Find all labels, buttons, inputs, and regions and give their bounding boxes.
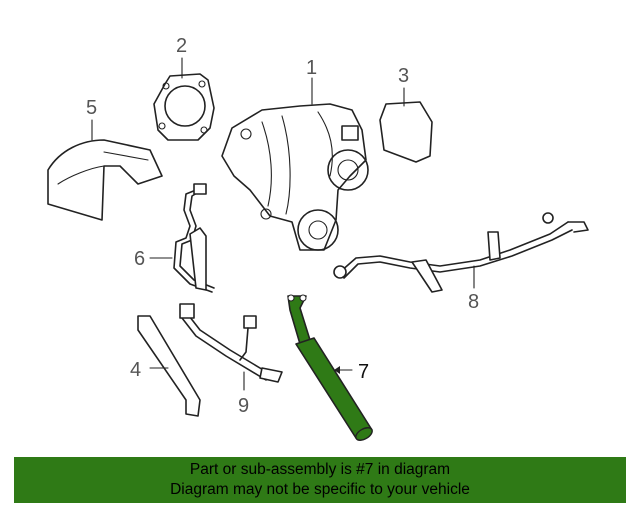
callout-9: 9 — [238, 395, 249, 417]
banner-line-1: Part or sub-assembly is #7 in diagram — [189, 461, 451, 478]
part-1-turbocharger[interactable] — [221, 77, 369, 251]
part-2-gasket[interactable] — [153, 57, 215, 141]
part-9-oil-return-tube[interactable] — [179, 303, 283, 391]
part-6-oil-feed-pipe[interactable] — [149, 183, 215, 293]
part-7-tube-highlighted[interactable] — [287, 294, 374, 443]
callout-5: 5 — [86, 97, 97, 119]
banner-line-2: Diagram may not be specific to your vehi… — [170, 481, 470, 498]
callout-6: 6 — [134, 248, 145, 270]
callout-8: 8 — [468, 291, 479, 313]
callout-4: 4 — [130, 359, 141, 381]
part-8-pipe[interactable] — [333, 212, 589, 293]
callout-1: 1 — [306, 57, 317, 79]
callout-2: 2 — [176, 35, 187, 57]
part-4-bracket[interactable] — [137, 315, 201, 417]
callout-3: 3 — [398, 65, 409, 87]
part-3-plate[interactable] — [379, 87, 433, 163]
callout-7: 7 — [358, 361, 369, 383]
info-banner: Part or sub-assembly is #7 in diagram Di… — [14, 457, 626, 503]
part-5-heat-shield[interactable] — [47, 119, 163, 221]
